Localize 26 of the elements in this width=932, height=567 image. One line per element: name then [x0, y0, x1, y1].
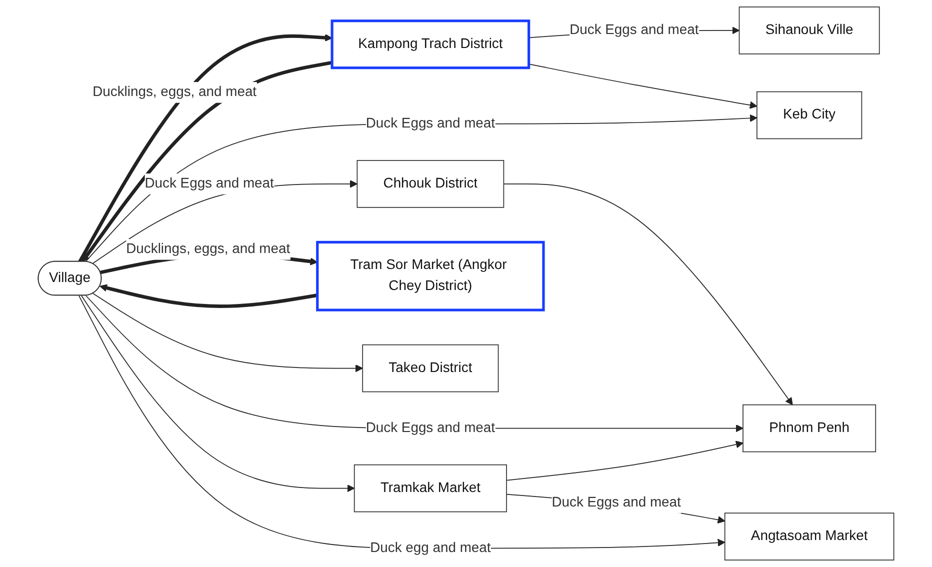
edge-label: Duck egg and meat — [370, 540, 491, 556]
arrow — [85, 114, 758, 262]
node-box: Sihanouk Ville — [738, 6, 880, 54]
arrow — [85, 295, 744, 432]
arrow — [528, 64, 758, 109]
arrow — [503, 184, 793, 406]
arrow — [92, 293, 363, 372]
edge-label: Duck Eggs and meat — [570, 22, 699, 38]
node-box: Tramkak Market — [354, 464, 507, 512]
node-box: Kampong Trach District — [330, 20, 530, 70]
node-box: Tram Sor Market (Angkor Chey District) — [316, 240, 545, 312]
arrow — [506, 440, 744, 481]
edge-label: Duck Eggs and meat — [144, 176, 274, 191]
node-box: Phnom Penh — [742, 404, 876, 452]
edge-label: Duck Eggs and meat — [366, 116, 496, 131]
node-box: Keb City — [756, 91, 862, 140]
edge-label: Ducklings, eggs, and meat — [126, 242, 290, 256]
arrow — [81, 295, 355, 492]
edge-label: Duck Eggs and meat — [366, 420, 496, 436]
edge-label: Duck Eggs and meat — [552, 495, 681, 510]
node-box: Takeo District — [362, 344, 499, 392]
edge-label: Ducklings, eggs, and meat — [92, 84, 257, 100]
node-box: Angtasoam Market — [724, 512, 894, 560]
node-box: Chhouk District — [356, 160, 504, 208]
arrow — [92, 180, 358, 264]
arrow — [100, 284, 318, 308]
